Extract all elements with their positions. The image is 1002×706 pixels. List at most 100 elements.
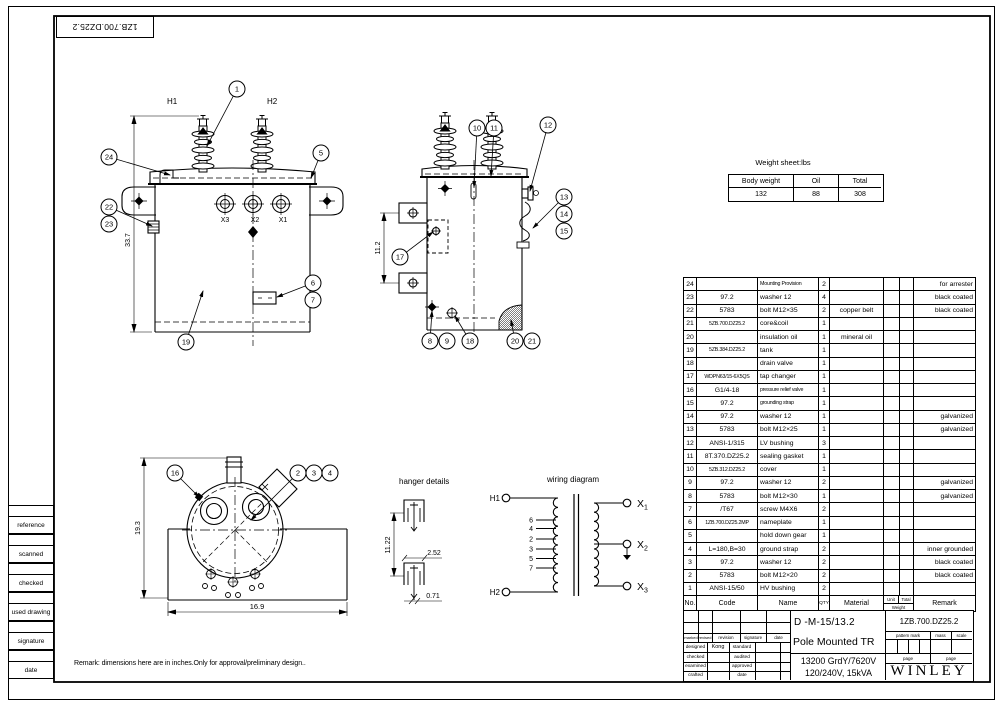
parts-cell <box>884 476 900 490</box>
parts-cell <box>830 476 884 490</box>
parts-cell: 1 <box>819 317 830 331</box>
callout-number: 14 <box>560 210 568 219</box>
reference-number-box: 1ZB.700.DZ25.2 <box>56 16 154 38</box>
parts-cell <box>830 278 884 292</box>
parts-cell <box>884 543 900 557</box>
parts-cell <box>900 397 914 411</box>
callout-number: 17 <box>396 253 404 262</box>
parts-cell <box>830 569 884 583</box>
parts-cell: core&coil <box>758 317 819 331</box>
parts-cell <box>830 317 884 331</box>
parts-cell: 97.2 <box>697 291 758 305</box>
callout-number: 23 <box>105 220 113 229</box>
callout-balloon <box>304 274 322 292</box>
parts-cell: 24 <box>684 278 697 292</box>
parts-cell: 1 <box>819 529 830 543</box>
parts-cell: 22 <box>684 304 697 318</box>
callout-number: 4 <box>328 469 332 478</box>
parts-cell: 9 <box>684 476 697 490</box>
hanger-width-dimension: 2.52 <box>401 550 442 562</box>
parts-cell <box>830 450 884 464</box>
parts-cell: washer 12 <box>758 556 819 570</box>
margin-label-used-drawing: used drawing <box>8 603 54 621</box>
parts-cell: 5783 <box>697 569 758 583</box>
parts-cell: 2 <box>819 304 830 318</box>
parts-cell: Code <box>697 596 758 611</box>
callout-number: 24 <box>105 153 113 162</box>
parts-cell <box>884 490 900 504</box>
parts-cell <box>830 490 884 504</box>
rating-line-1: 13200 GrdY/7620V <box>800 656 877 666</box>
label-checked: checked <box>686 654 705 660</box>
parts-cell <box>900 582 914 596</box>
parts-cell: 2 <box>819 569 830 583</box>
top-height-dimension: 19.3 <box>135 457 227 599</box>
parts-cell: 1 <box>684 582 697 596</box>
front-h1-label: H1 <box>167 97 178 106</box>
callout-number: 12 <box>544 121 552 130</box>
parts-cell: WDPN63/15-6X5QS <box>697 370 758 384</box>
parts-cell: 1 <box>819 463 830 477</box>
parts-cell: 5 <box>684 529 697 543</box>
parts-cell: 5ZB.312.DZ25.2 <box>697 463 758 477</box>
parts-cell: 21 <box>684 317 697 331</box>
parts-cell <box>830 370 884 384</box>
parts-cell <box>697 357 758 371</box>
svg-text:11.2: 11.2 <box>375 241 382 254</box>
parts-cell <box>914 437 975 451</box>
front-x1-label: X1 <box>279 217 288 224</box>
callout-leader <box>206 88 238 147</box>
parts-cell <box>830 344 884 358</box>
callout-number: 15 <box>560 227 568 236</box>
parts-cell <box>900 476 914 490</box>
callout-balloon <box>555 205 573 223</box>
parts-cell <box>884 357 900 371</box>
parts-cell: galvanized <box>914 411 975 424</box>
parts-cell: black coated <box>914 556 975 570</box>
front-height-dimension: 33.7 <box>125 115 199 333</box>
parts-cell <box>900 331 914 345</box>
company-name: WINLEY <box>890 663 968 679</box>
parts-cell: washer 12 <box>758 410 819 424</box>
parts-cell: 1 <box>819 490 830 504</box>
callout-number: 1 <box>235 85 239 94</box>
title-block: marked revised revision signature date d… <box>683 610 974 682</box>
parts-cell <box>900 556 914 570</box>
weight-sheet-table: Body weight Oil Total 132 88 308 <box>728 174 884 202</box>
wiring-h1-label: H1 <box>490 494 501 503</box>
parts-cell <box>830 556 884 570</box>
parts-cell <box>884 397 900 411</box>
parts-cell: hold down gear <box>758 529 819 543</box>
ground-symbol <box>623 555 631 560</box>
callout-number: 7 <box>311 296 315 305</box>
parts-cell: bolt M12×35 <box>758 304 819 318</box>
parts-cell: 1ZB.700.DZ25.2MP <box>697 516 758 530</box>
product-name: Pole Mounted TR <box>793 636 875 648</box>
front-x2-label: X2 <box>251 217 260 224</box>
callout-balloon <box>100 148 118 166</box>
parts-cell: 5783 <box>697 423 758 437</box>
parts-cell <box>900 423 914 437</box>
parts-cell <box>900 437 914 451</box>
margin-label-reference: reference <box>8 516 54 534</box>
callout-leader <box>250 472 299 521</box>
callout-number: 19 <box>182 338 190 347</box>
parts-cell: grounding strap <box>758 397 819 411</box>
callout-balloon <box>304 291 322 309</box>
parts-cell: 1 <box>819 344 830 358</box>
callout-number: 10 <box>473 124 481 133</box>
parts-cell: ground strap <box>758 543 819 557</box>
parts-cell <box>830 516 884 530</box>
drawing-number: 1ZB.700.DZ25.2 <box>899 616 959 626</box>
callout-number: 9 <box>445 337 449 346</box>
parts-cell <box>914 358 975 371</box>
parts-cell: black coated <box>914 305 975 318</box>
parts-cell: 1 <box>819 397 830 411</box>
parts-cell <box>900 463 914 477</box>
parts-cell <box>884 437 900 451</box>
parts-cell: 18 <box>684 357 697 371</box>
svg-text:16.9: 16.9 <box>250 602 265 611</box>
parts-cell <box>914 344 975 358</box>
callout-leader <box>185 290 204 343</box>
